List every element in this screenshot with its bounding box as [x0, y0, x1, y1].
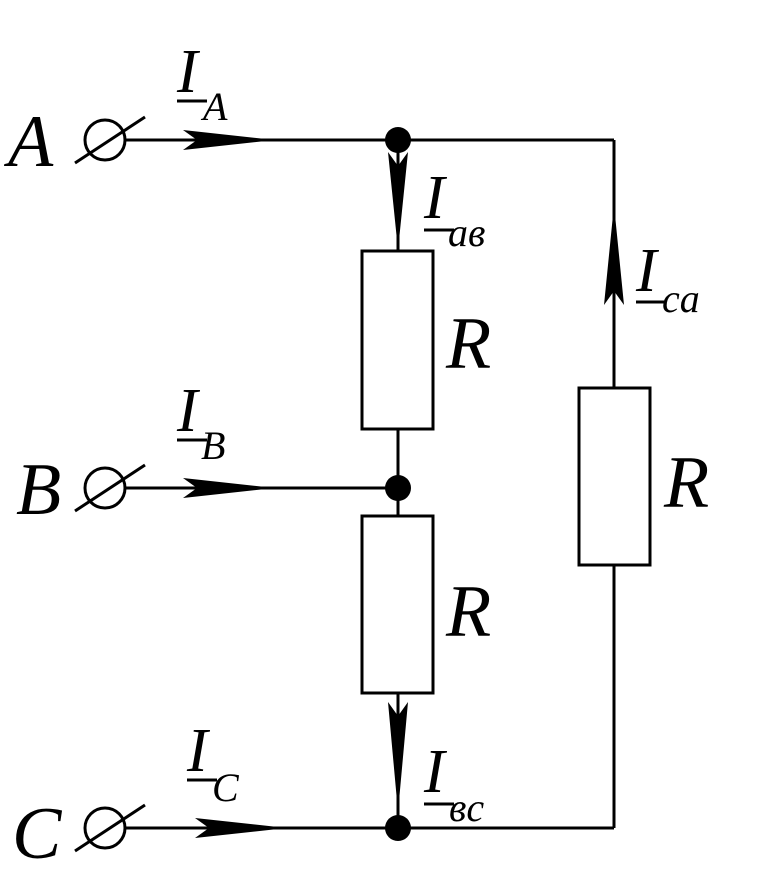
current-ib-subscript: B — [201, 423, 225, 468]
arrow-iab — [388, 152, 408, 250]
current-ibc-symbol: I — [423, 738, 448, 806]
terminal-c-label: C — [12, 793, 63, 875]
node-c — [385, 815, 411, 841]
current-ia-symbol: I — [176, 38, 201, 106]
current-label-ia: I A — [176, 38, 228, 129]
current-label-iab: I aв — [423, 164, 485, 255]
current-ia-subscript: A — [200, 84, 228, 129]
current-iab-subscript: aв — [448, 210, 485, 255]
terminal-c-symbol — [74, 803, 146, 853]
current-ibc-subscript: вc — [449, 785, 484, 830]
terminal-a-label: A — [3, 101, 54, 183]
current-ic-subscript: C — [212, 765, 240, 810]
current-ica-subscript: ca — [662, 276, 700, 321]
current-label-ic: I C — [186, 717, 240, 810]
current-label-ica: I ca — [635, 237, 700, 321]
current-label-ib: I B — [176, 377, 225, 468]
resistor-ab-label: R — [445, 303, 491, 385]
arrow-ibc — [388, 702, 408, 812]
arrow-ia — [183, 130, 275, 150]
resistor-ca-label: R — [663, 442, 709, 524]
current-ica-symbol: I — [635, 237, 660, 305]
current-ib-symbol: I — [176, 377, 201, 445]
resistor-ab — [360, 249, 435, 431]
node-b — [385, 475, 411, 501]
current-label-ibc: I вc — [423, 738, 484, 830]
arrow-ica — [604, 205, 624, 305]
terminal-b-label: B — [16, 449, 61, 531]
node-a — [385, 127, 411, 153]
terminal-b-symbol — [74, 463, 146, 513]
arrow-ic — [195, 818, 287, 838]
current-iab-symbol: I — [423, 164, 448, 232]
current-ic-symbol: I — [186, 717, 211, 785]
arrow-ib — [183, 478, 275, 498]
resistor-bc — [360, 514, 435, 695]
resistor-bc-label: R — [445, 571, 491, 653]
terminal-a-symbol — [74, 115, 146, 165]
resistor-ca — [577, 386, 652, 567]
